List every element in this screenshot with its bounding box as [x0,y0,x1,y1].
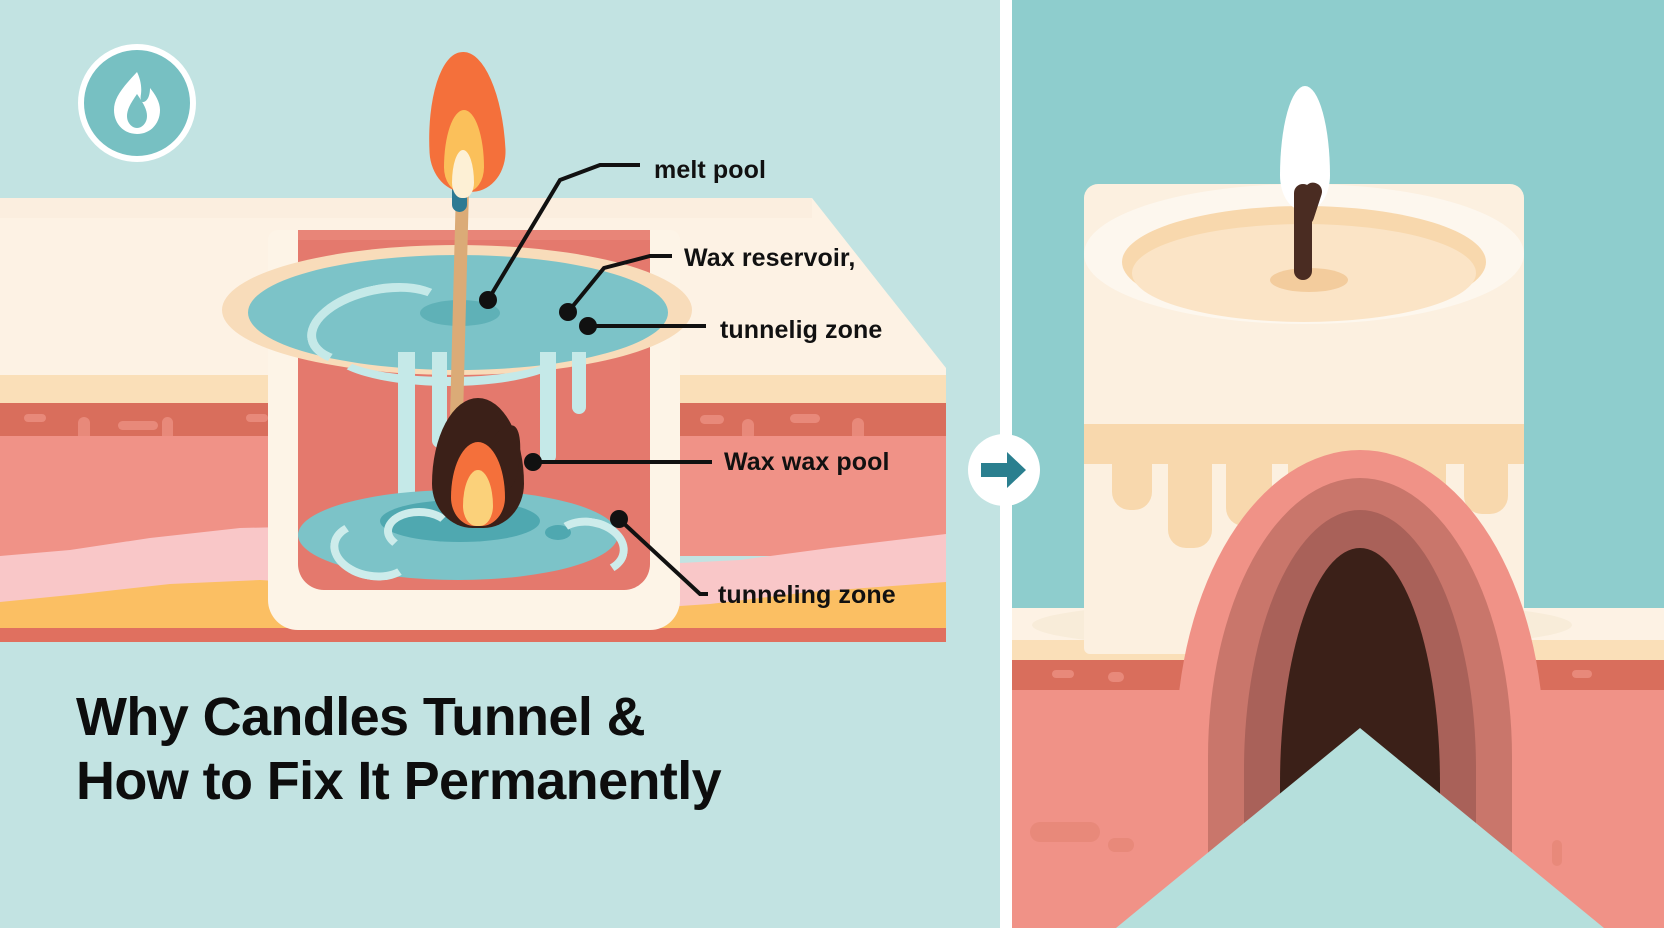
texture-pore [246,414,268,422]
texture-pore [1030,822,1100,842]
texture-pore [790,414,820,423]
texture-pore [24,414,46,422]
wax-drip [1168,452,1212,548]
texture-pore [1108,672,1124,682]
melt-pool-swirl [330,318,568,386]
texture-pore [162,417,173,441]
texture-pore [1552,840,1562,866]
arrow-right-icon [981,452,1026,488]
cavity-highlight [298,230,650,240]
callout-label-wax-wax-pool: Wax wax pool [724,448,890,476]
brand-logo-badge[interactable] [78,44,196,162]
pool-swirl [384,508,454,554]
page-title: Why Candles Tunnel & How to Fix It Perma… [76,686,936,813]
callout-label-wax-reservoir: Wax reservoir, [684,244,856,272]
wax-drip [540,352,556,464]
texture-pore [700,415,724,424]
wax-drip [572,352,586,414]
texture-pore [742,419,754,441]
flame-yellow-core [463,470,493,526]
flame-core-icon [452,150,474,198]
flame-icon [114,72,160,134]
transition-arrow-badge[interactable] [968,434,1040,506]
wax-drip [1464,452,1508,514]
wax-drip [398,352,415,502]
texture-pore [118,421,158,430]
callout-label-tunneling-zone: tunneling zone [718,581,896,609]
texture-pore [1052,670,1074,678]
wax-drip [432,352,447,448]
slab-top-highlight [0,198,812,218]
right-panel-result [1012,0,1664,928]
layer-base-strip [0,628,946,642]
inner-flame-icon [432,398,527,528]
texture-pore [1108,838,1134,852]
texture-pore [1572,670,1592,678]
left-panel-cross-section: melt pool Wax reservoir, tunnelig zone W… [0,44,946,813]
callout-label-melt-pool: melt pool [654,156,767,184]
callout-label-tunnelig-zone: tunnelig zone [720,316,883,344]
page-title-line-1: Why Candles Tunnel & [76,687,646,747]
lower-melt-pool-dot [545,525,571,540]
wax-drip [1112,452,1152,510]
page-title-line-2: How to Fix It Permanently [76,750,722,811]
